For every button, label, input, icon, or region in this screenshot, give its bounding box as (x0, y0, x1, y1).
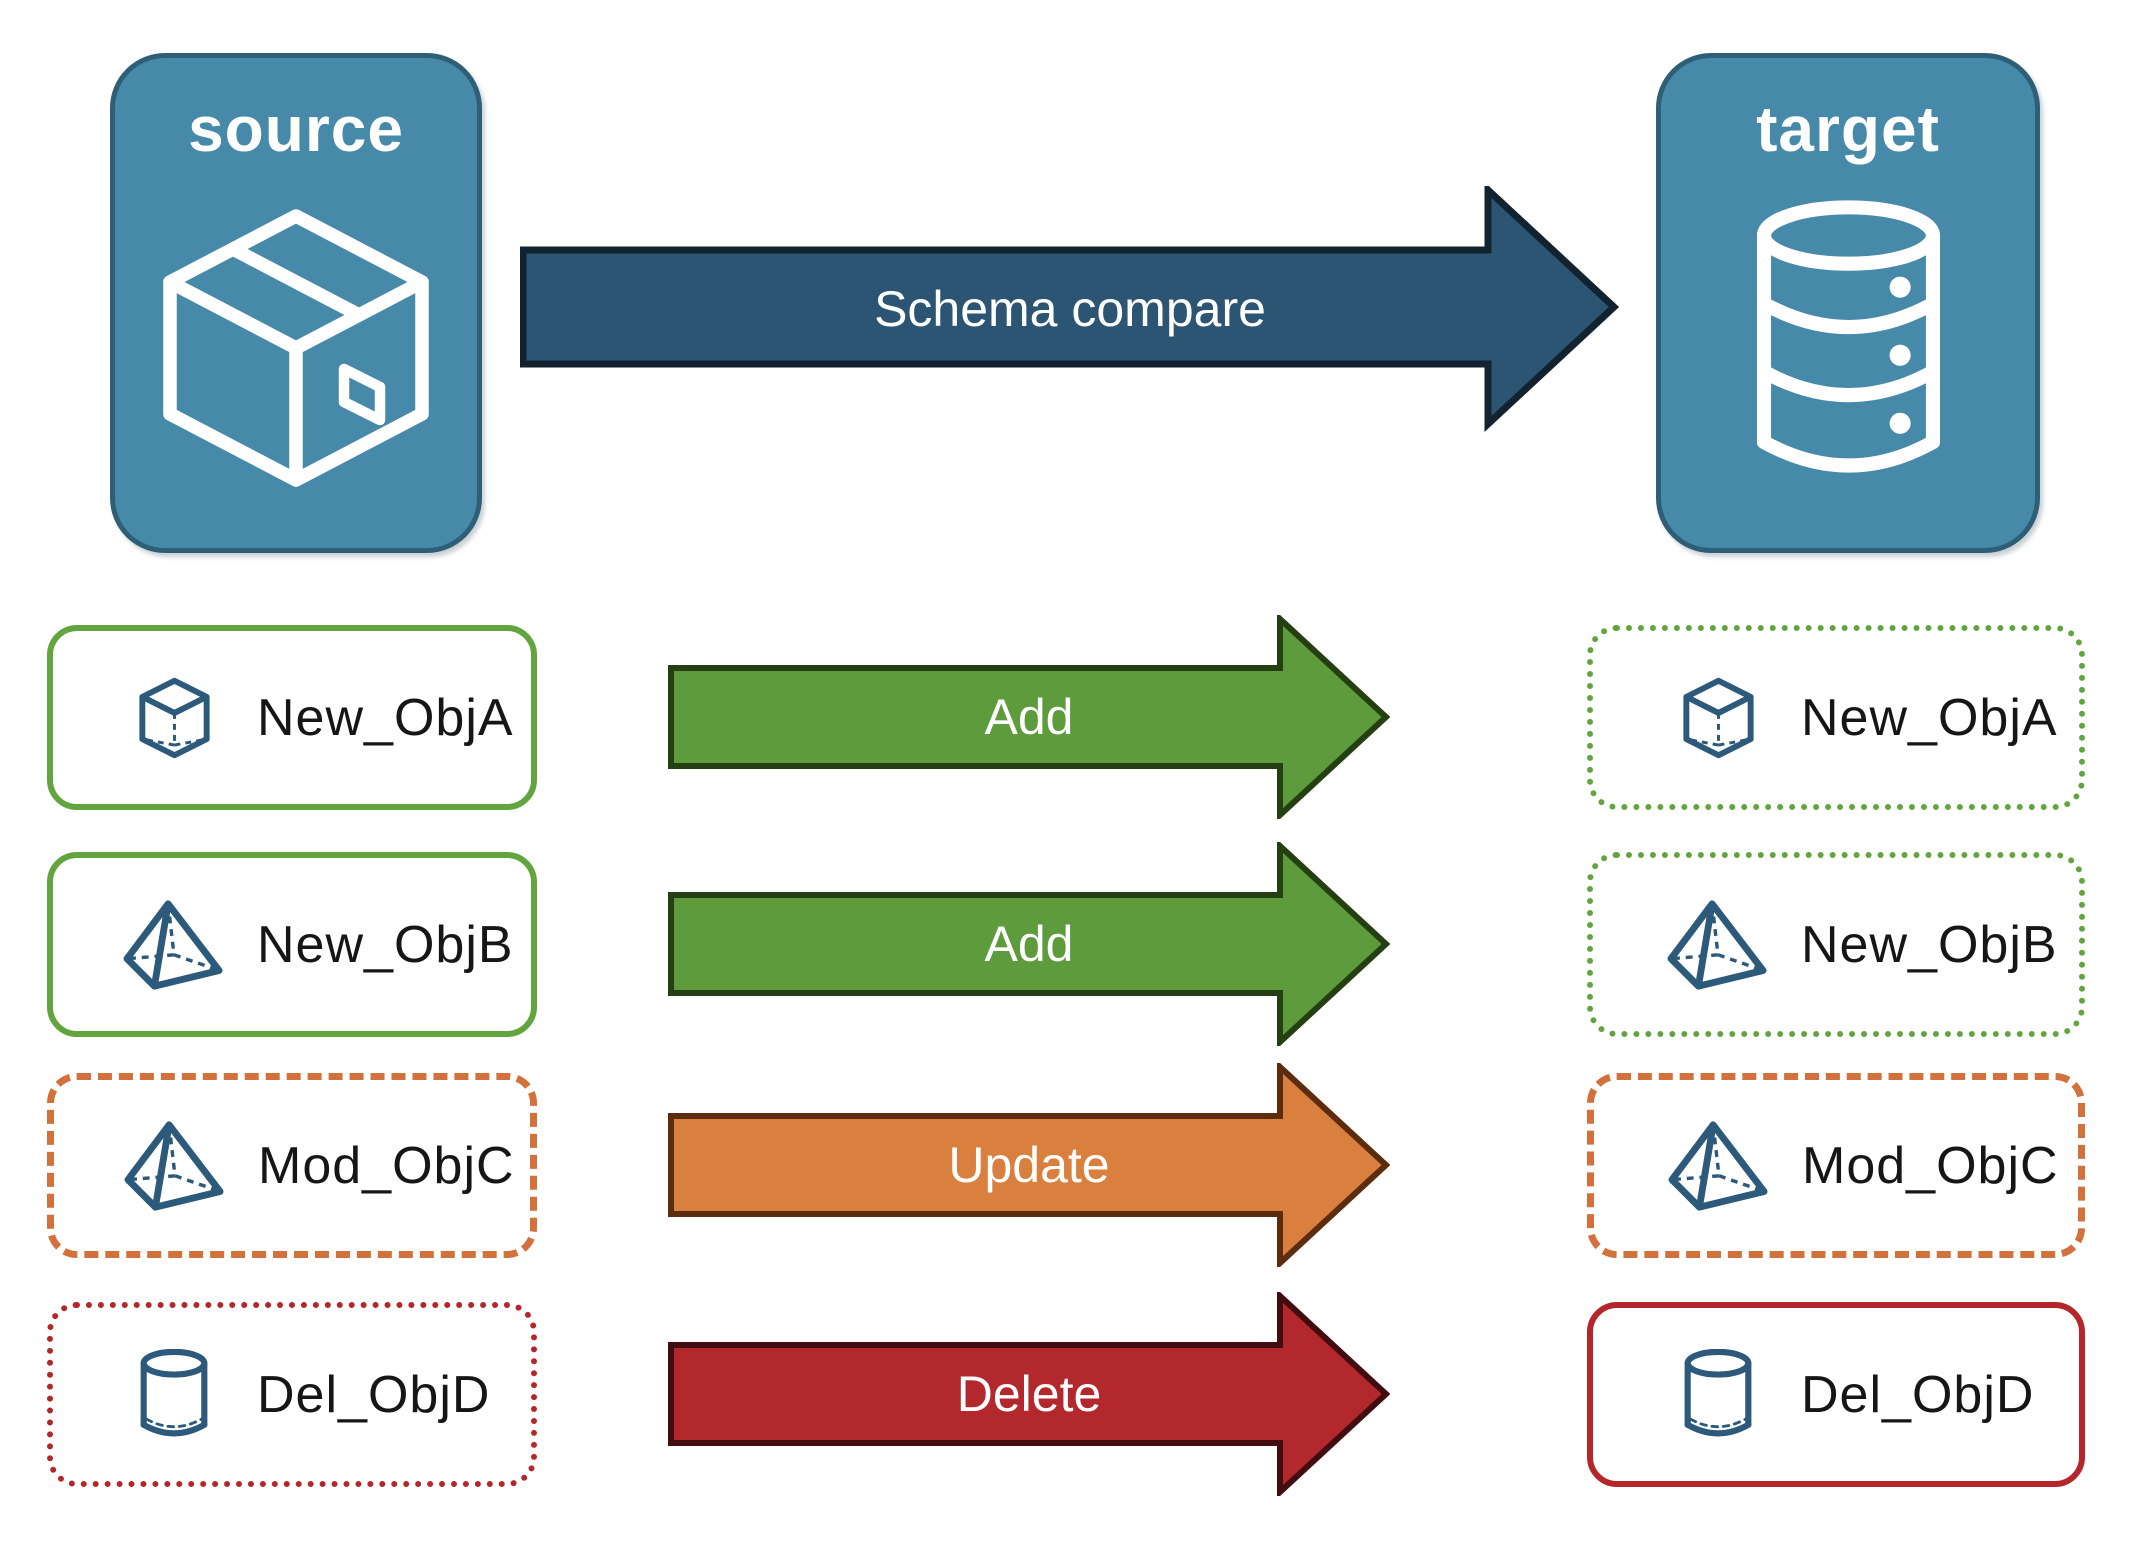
database-icon (1756, 200, 1940, 473)
object-label: New_ObjA (1801, 688, 2058, 747)
cube-icon (121, 674, 227, 762)
object-label: Mod_ObjC (258, 1136, 515, 1195)
add-arrow-row2: Add (668, 842, 1390, 1046)
object-label: Del_ObjD (257, 1365, 491, 1424)
pyramid-icon (122, 1117, 228, 1215)
schema-compare-arrow: Schema compare (520, 186, 1620, 432)
target-object-new-objb: New_ObjB (1587, 852, 2085, 1037)
object-label: Mod_ObjC (1802, 1136, 2059, 1195)
cylinder-icon (121, 1349, 227, 1440)
pyramid-icon (121, 896, 227, 994)
target-title: target (1756, 93, 1940, 165)
add-arrow-row1: Add (668, 615, 1390, 819)
pyramid-icon (1666, 1117, 1772, 1215)
cube-icon (1665, 674, 1771, 762)
source-object-mod-objc: Mod_ObjC (47, 1073, 537, 1258)
target-node: target (1656, 53, 2040, 553)
target-object-new-obja: New_ObjA (1587, 625, 2085, 810)
source-object-del-objd: Del_ObjD (47, 1302, 537, 1487)
cylinder-icon (1665, 1349, 1771, 1440)
source-title: source (188, 93, 404, 165)
object-label: New_ObjB (1801, 915, 2058, 974)
package-box-icon (163, 209, 429, 487)
source-node: source (110, 53, 482, 553)
object-label: New_ObjA (257, 688, 514, 747)
update-arrow-row3: Update (668, 1063, 1390, 1267)
target-object-mod-objc: Mod_ObjC (1587, 1073, 2085, 1258)
object-label: New_ObjB (257, 915, 514, 974)
delete-arrow-row4: Delete (668, 1292, 1390, 1496)
source-object-new-objb: New_ObjB (47, 852, 537, 1037)
pyramid-icon (1665, 896, 1771, 994)
source-object-new-obja: New_ObjA (47, 625, 537, 810)
object-label: Del_ObjD (1801, 1365, 2035, 1424)
schema-compare-arrow-shape (520, 186, 1620, 432)
target-object-del-objd: Del_ObjD (1587, 1302, 2085, 1487)
